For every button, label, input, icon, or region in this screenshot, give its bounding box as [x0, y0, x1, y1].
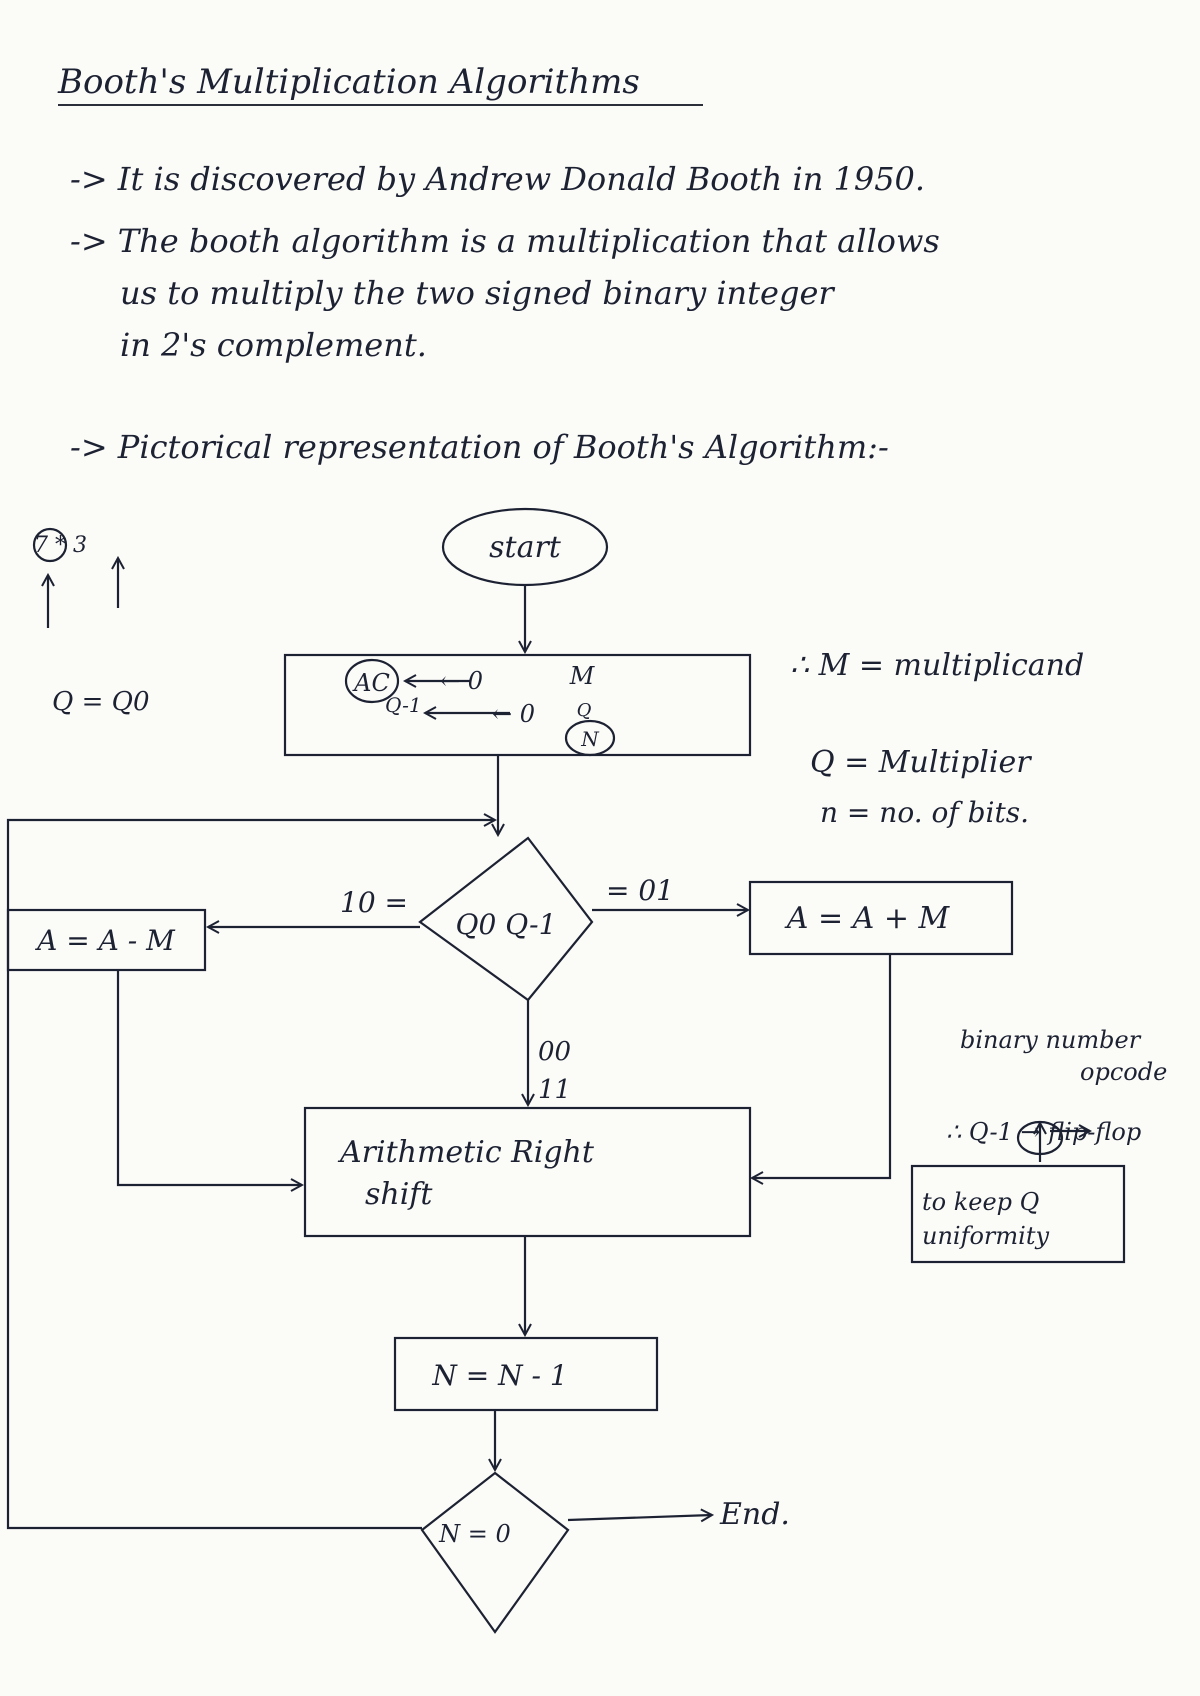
intro-line-1: -> It is discovered by Andrew Donald Boo… [70, 160, 926, 198]
shift-label-2: shift [365, 1177, 433, 1212]
arrow-sub-shift [116, 970, 302, 1185]
decrement-box [393, 1336, 659, 1412]
label-00: 00 [538, 1037, 571, 1067]
flipflop-note: ∴ Q-1 → flip-flop [946, 1118, 1141, 1146]
ac-circle [344, 658, 400, 704]
sub-box-label: A = A - M [34, 924, 176, 957]
init-n: N [580, 727, 600, 751]
binary-note: binary number [960, 1026, 1142, 1054]
uniformity-box [910, 1164, 1126, 1264]
example-circle [32, 527, 68, 563]
end-check-node [420, 1471, 570, 1634]
init-q: Q [577, 700, 592, 721]
page-title: Booth's Multiplication Algorithms [58, 62, 640, 102]
intro-line-5: -> Pictorical representation of Booth's … [70, 428, 889, 466]
start-label: start [489, 530, 562, 565]
q1-note-circle [1016, 1120, 1064, 1156]
add-box-label: A = A + M [784, 901, 951, 936]
label-01: = 01 [606, 874, 674, 907]
end-check-label: N = 0 [438, 1520, 511, 1548]
init-q1-value: ← 0 [492, 700, 535, 728]
label-11: 11 [538, 1075, 571, 1105]
sub-box [6, 908, 207, 972]
intro-line-4: in 2's complement. [120, 326, 427, 364]
n-circle [564, 719, 616, 757]
example-note: 7 * 3 [34, 533, 87, 558]
intro-line-2: -> The booth algorithm is a multiplicati… [70, 222, 940, 260]
decrement-label: N = N - 1 [431, 1359, 567, 1392]
init-ac: AC [352, 669, 390, 697]
init-box [283, 653, 752, 757]
shift-label-1: Arithmetic Right [337, 1135, 595, 1170]
m-definition: ∴ M = multiplicand [790, 648, 1084, 683]
loop-back-line [6, 820, 495, 1530]
add-box [748, 880, 1014, 956]
init-q1: Q-1 [385, 693, 422, 717]
arrow-add-shift [752, 954, 892, 1178]
arrow-end [567, 1515, 712, 1520]
shift-box [303, 1106, 752, 1238]
intro-line-3: us to multiply the two signed binary int… [120, 274, 834, 312]
label-10: 10 = [340, 886, 408, 919]
n-definition: n = no. of bits. [820, 796, 1029, 829]
opcode-note: opcode [1080, 1058, 1167, 1086]
title-underline [58, 104, 703, 106]
init-ac-value: ← 0 [440, 667, 483, 695]
end-label: End. [719, 1497, 790, 1532]
q-definition: Q = Multiplier [810, 745, 1032, 780]
q-note: Q = Q0 [52, 687, 150, 717]
decision-label: Q0 Q-1 [456, 908, 557, 941]
init-m: M [569, 662, 596, 690]
